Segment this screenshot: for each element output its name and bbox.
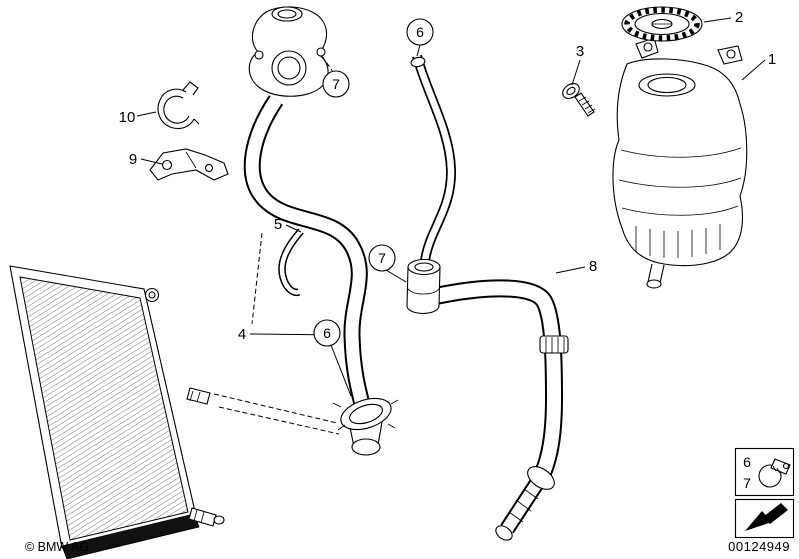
callout-6-mid[interactable]: 6: [313, 319, 341, 347]
callout-5[interactable]: 5: [274, 216, 282, 233]
coolant-hose-top: [410, 54, 457, 262]
radiator-bottom-port: [188, 507, 225, 527]
leader-3: [571, 59, 581, 86]
callout-10[interactable]: 10: [119, 109, 136, 126]
callout-7-mid[interactable]: 7: [368, 244, 396, 272]
leader-5-4-guide: [251, 232, 263, 325]
radiator-filler-neck: [144, 287, 160, 303]
callout-2[interactable]: 2: [735, 9, 743, 26]
legend-row-7: 7: [743, 475, 751, 491]
callout-label[interactable]: 6: [323, 325, 331, 341]
hose-sleeve: [539, 335, 569, 354]
vent-hose-5: [278, 228, 304, 297]
coolant-hose-4: [243, 95, 399, 456]
callout-circle: [322, 70, 350, 98]
hose-4-quick-connect: [332, 397, 399, 456]
leader-7-mid: [385, 269, 407, 283]
clip-part: [157, 81, 200, 130]
leader-2: [703, 17, 732, 23]
hose-clamp-top: [410, 56, 426, 68]
direction-arrow-icon: [745, 503, 788, 531]
tank-cap: [621, 6, 703, 42]
callout-9[interactable]: 9: [129, 151, 137, 168]
hose-clamp-icon: [758, 458, 791, 488]
legend-clamp-box: 6 7: [734, 447, 795, 497]
leader-6-top: [416, 44, 421, 57]
bracket-part: [149, 148, 229, 181]
leader-9: [140, 158, 163, 165]
expansion-tank: [612, 37, 748, 289]
callout-label[interactable]: 7: [332, 76, 340, 92]
assembly-guide-line: [218, 406, 340, 435]
callout-4[interactable]: 4: [238, 326, 246, 343]
callout-circle: [313, 319, 341, 347]
callout-7-top[interactable]: 7: [322, 70, 350, 98]
callout-label[interactable]: 7: [378, 250, 386, 266]
document-number: 00124949: [728, 539, 790, 554]
callout-3[interactable]: 3: [576, 43, 584, 60]
leader-8: [555, 266, 586, 274]
assembly-guide-line: [213, 393, 338, 424]
leader-10: [136, 111, 157, 117]
callout-1[interactable]: 1: [768, 51, 776, 68]
legend-row-6: 6: [743, 454, 751, 470]
tank-mount-ear-right: [717, 45, 743, 65]
leader-1: [741, 59, 766, 81]
callout-label[interactable]: 6: [416, 24, 424, 40]
hose-8-end-fitting: [495, 466, 555, 541]
radiator: [9, 265, 225, 559]
coolant-hose-8: [434, 279, 569, 541]
tank-bottom-outlet: [646, 263, 665, 289]
leader-7-top: [321, 55, 334, 73]
connector-pipe: [406, 258, 441, 315]
mount-screw: [562, 83, 596, 117]
copyright-text: © BMW AG: [25, 540, 89, 554]
callout-circle: [406, 18, 434, 46]
water-flange-part: [248, 6, 329, 97]
legend-arrow-box: [734, 498, 795, 539]
callout-6-top[interactable]: 6: [406, 18, 434, 46]
radiator-lower-tank: [61, 513, 200, 559]
leader-6-mid: [330, 344, 352, 397]
callout-8[interactable]: 8: [589, 258, 597, 275]
callout-circle: [368, 244, 396, 272]
leader-5: [285, 224, 302, 233]
radiator-side-port: [186, 387, 211, 405]
